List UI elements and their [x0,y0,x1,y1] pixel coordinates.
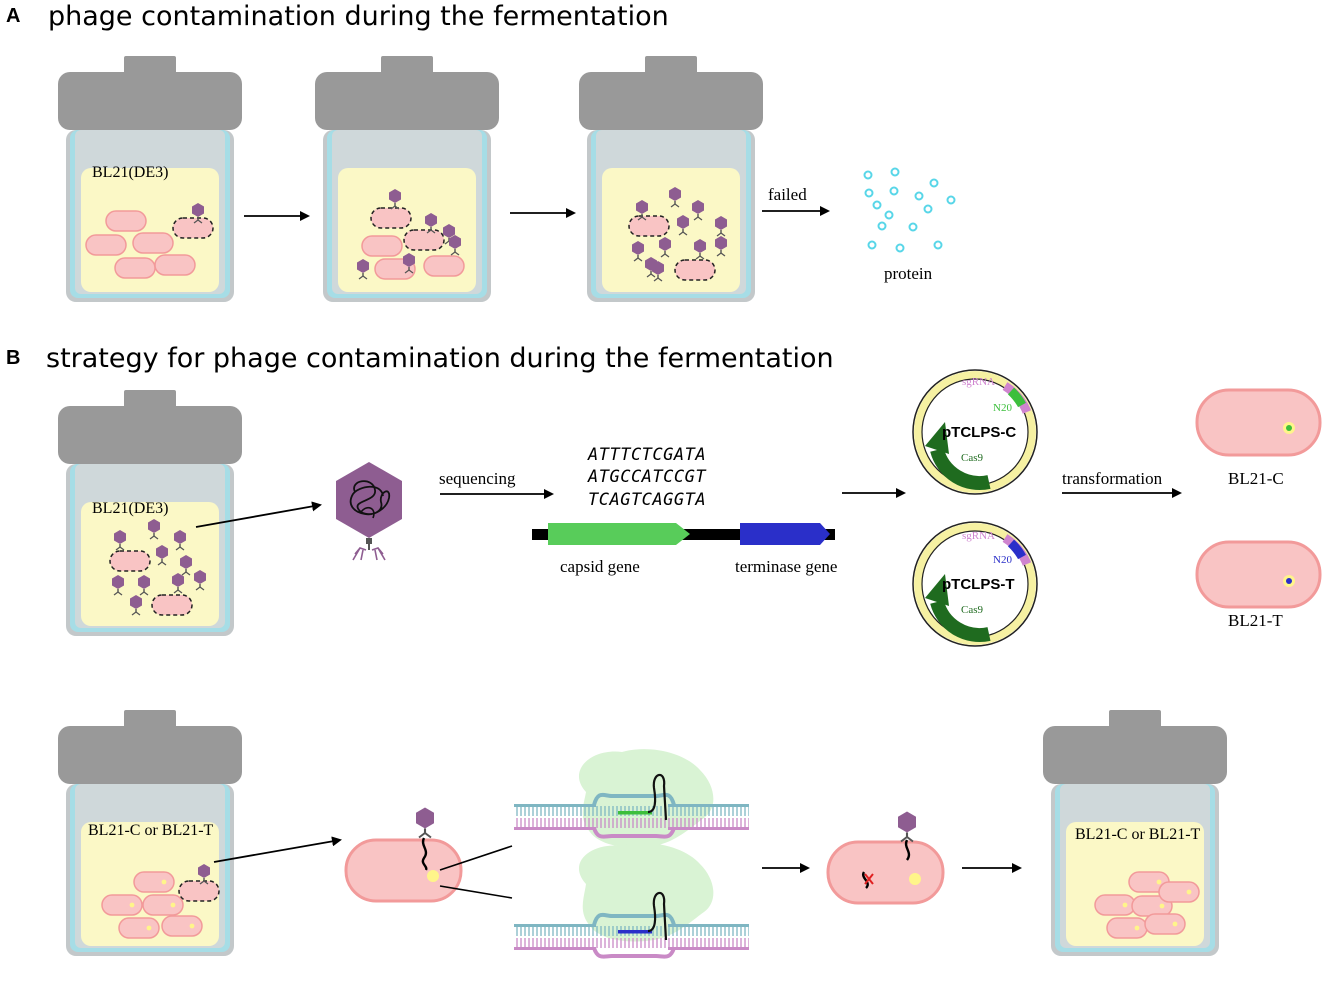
jar-a2 [315,56,499,302]
jar-b3: BL21-C or BL21-T [1043,710,1227,956]
cell-infected-engineered [344,806,463,903]
plasmid-c-name: pTCLPS-C [942,424,1016,441]
cas9-complex-c [514,749,749,848]
jar-b1: BL21(DE3) [58,390,242,636]
cas9-complex-t [514,843,749,959]
cell-bl21-c [1195,388,1322,457]
phage-large-icon [336,462,402,561]
plasmid-t-n20: N20 [993,554,1012,566]
arrow-to-phage [195,501,322,528]
arrow-to-infected-cell [213,836,342,863]
plasmid-t: sgRNA N20 pTCLPS-T Cas9 [912,521,1038,647]
panel-b-letter: B [6,347,20,369]
panel-b-title: strategy for phage contamination during … [46,343,834,374]
sequence-line-2: ATGCCATCCGT [587,467,707,487]
protein-dots [863,167,956,253]
capsid-gene-arrow [548,523,690,545]
sequence-line-1: ATTTCTCGATA [587,445,706,465]
cell-phage-dna-cleaved [826,810,945,905]
plasmid-c-sgrna: sgRNA [962,376,995,388]
plasmid-t-name: pTCLPS-T [942,576,1015,593]
terminase-gene-label: terminase gene [735,557,837,576]
panel-a-letter: A [6,5,20,27]
cell-bl21-t [1195,540,1322,609]
failed-label: failed [768,185,807,204]
jar-b2: BL21-C or BL21-T [58,710,242,956]
phage-genome [532,523,835,545]
capsid-gene-label: capsid gene [560,557,640,576]
jar-b2-label: BL21-C or BL21-T [88,822,214,839]
jar-b3-label: BL21-C or BL21-T [1075,826,1201,843]
jar-a1: BL21(DE3) [58,56,242,302]
sequence-line-3: TCAGTCAGGTA [588,490,706,510]
jar-b1-label: BL21(DE3) [92,500,168,517]
panel-a-title: phage contamination during the fermentat… [48,1,669,32]
sequencing-label: sequencing [439,469,516,488]
plasmid-t-cas9: Cas9 [961,604,984,616]
terminase-gene-arrow [740,523,830,545]
plasmid-c: sgRNA N20 pTCLPS-C Cas9 [912,369,1038,495]
jar-a1-label: BL21(DE3) [92,164,168,181]
plasmid-c-n20: N20 [993,402,1012,414]
plasmid-c-cas9: Cas9 [961,452,984,464]
plasmid-t-sgrna: sgRNA [962,530,995,542]
zoom-line-bottom [439,885,513,899]
jar-a3 [579,56,763,302]
zoom-line-top [439,845,513,871]
transformation-label: transformation [1062,469,1163,488]
strain-c-label: BL21-C [1228,469,1284,488]
protein-label: protein [884,264,933,283]
strain-t-label: BL21-T [1228,611,1283,630]
